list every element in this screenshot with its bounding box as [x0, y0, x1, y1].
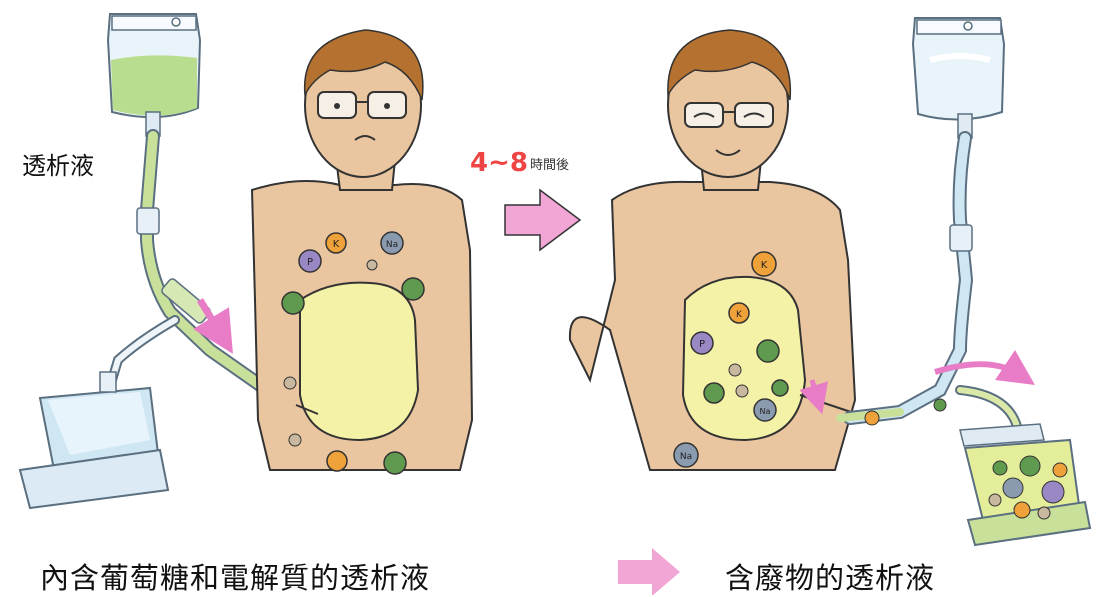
waste-particle [736, 385, 748, 397]
dialysate-label: 透析液 [22, 146, 94, 181]
caption-arrow [618, 548, 680, 595]
phosphorus-label: P [699, 339, 705, 350]
waste-particle [757, 340, 779, 362]
sodium-particle: Na [674, 443, 698, 467]
waste-particle [367, 260, 377, 270]
waste-particle [402, 278, 424, 300]
potassium-particle: K [752, 252, 776, 276]
elapsed-time-unit: 時間後 [530, 158, 569, 173]
waste-particle [282, 292, 304, 314]
potassium-particle: K [326, 233, 346, 253]
empty-drain-bag [20, 372, 168, 508]
caption-before: 內含葡萄糖和電解質的透析液 [40, 555, 430, 597]
sodium-label: Na [680, 452, 692, 462]
potassium-label: K [761, 260, 768, 271]
waste-particle [289, 434, 301, 446]
phosphorus-particle: P [299, 250, 321, 272]
potassium-label: K [333, 239, 340, 250]
transition-arrow [505, 190, 580, 250]
potassium-particle [327, 451, 347, 471]
fresh-dialysate-bag [108, 14, 200, 136]
patient-after [570, 30, 860, 470]
sodium-particle: Na [381, 232, 403, 254]
phosphorus-label: P [307, 257, 313, 268]
sodium-label: Na [760, 407, 771, 416]
sodium-label: Na [386, 240, 398, 250]
full-drain-bag [960, 424, 1090, 545]
waste-particle [384, 452, 406, 474]
waste-particle [704, 383, 724, 403]
empty-dialysate-bag [913, 18, 1004, 138]
phosphorus-particle: P [691, 332, 713, 354]
waste-particle [772, 380, 788, 396]
waste-particle [729, 364, 741, 376]
caption-after: 含廢物的透析液 [725, 555, 935, 597]
sodium-particle: Na [754, 399, 776, 421]
waste-particle [284, 377, 296, 389]
patient-before [252, 30, 472, 470]
elapsed-time-range: 4~8 [470, 148, 528, 178]
potassium-particle: K [729, 303, 749, 323]
